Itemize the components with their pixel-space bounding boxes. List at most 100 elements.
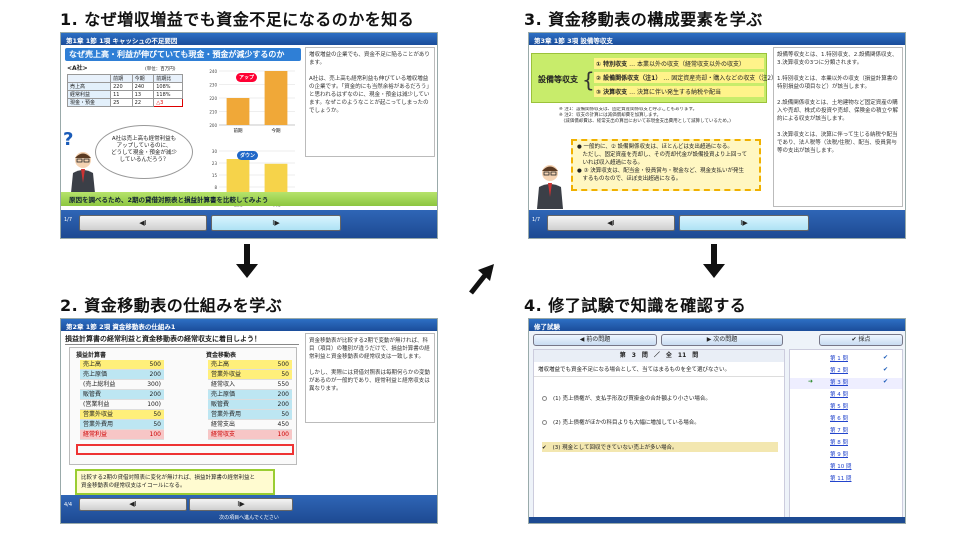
check-icon: ✔ xyxy=(882,354,888,361)
question-list-item-current[interactable]: ➜第 3 問✔ xyxy=(790,378,902,389)
y-tick-label: 210 xyxy=(209,110,217,115)
table-row: 現金・預金 25 22 △3 xyxy=(66,98,183,107)
bar xyxy=(226,98,250,125)
note-text: 増収増益の企業でも、資金不足に陥ることがあります。 A社は、売上高も経常利益も伸… xyxy=(309,52,430,114)
y-tick-label: 200 xyxy=(209,123,217,128)
financial-table: 前期 今期 前期比 売上高 220 240 108% 経常利益 11 13 11… xyxy=(66,74,183,107)
bar xyxy=(264,163,288,199)
y-tick-label: 240 xyxy=(209,69,217,74)
key-points-box: ● 一般的に、② 設備関係収支は、ほとんどは支出超過になる。 ただし、固定資産を… xyxy=(571,139,761,191)
next-button[interactable]: I▶ xyxy=(211,215,341,231)
screenshot-final-exam: 修了試験 ◀ 前の問題 ▶ 次の問題 ✔ 採点 第 3 問 ／ 全 11 問 増… xyxy=(528,318,906,524)
x-tick-label: 今期 xyxy=(272,127,281,133)
answer-option[interactable]: (2) 売上債権がほかの科目よりも大幅に増加している場合。 xyxy=(542,418,700,426)
y-tick-label: 30 xyxy=(212,149,218,154)
prev-button[interactable]: ◀I xyxy=(79,215,207,231)
question-list-item[interactable]: 第 9 問 xyxy=(830,452,848,458)
callout-box: 比較する2期の貸借対照表に変化が無ければ、損益計算書の経常利益と 資金移動表の経… xyxy=(75,469,275,495)
unit-label: (単位：百万円) xyxy=(145,67,176,72)
pl-title: 損益計算書 xyxy=(76,352,107,359)
company-label: <A社> xyxy=(67,65,88,72)
screenshot-fund-flow-components: 第3章 1節 3項 設備等収支 設備等収支 { ① 特別収支 … 本業以外の収支… xyxy=(528,32,906,239)
table-header: 今期 xyxy=(131,74,155,83)
y-tick-label: 220 xyxy=(209,96,217,101)
step-1-title: 1. なぜ増収増益でも資金不足になるのかを知る xyxy=(60,10,415,29)
note-box: 資金移動表が比較する2期で変動が無ければ、科目（項目）の種別が違うだけで、損益計… xyxy=(305,333,435,423)
question-list-item[interactable]: 第 2 問✔ xyxy=(830,366,888,374)
table-header xyxy=(66,74,112,83)
list-item: ② 設備関係収支（注1） … 固定資産売却・購入などの収支（注2） xyxy=(594,72,777,83)
exam-footer xyxy=(529,517,905,523)
sales-chart: 240 230 220 210 200 前期 今期 xyxy=(209,69,295,133)
step-2-title: 2. 資金移動表の仕組みを学ぶ xyxy=(60,296,283,315)
checkmark-icon[interactable]: ✔ xyxy=(542,445,547,451)
checkbox[interactable] xyxy=(542,420,547,425)
nav-footer: 1/7 ◀I I▶ xyxy=(529,210,905,238)
question-list-item[interactable]: 第 8 問 xyxy=(830,440,848,446)
prev-button[interactable]: ◀I xyxy=(79,498,187,511)
question-list-item[interactable]: 第 11 問 xyxy=(830,476,852,482)
components-panel: 設備等収支 { ① 特別収支 … 本業以外の収支（経常収支以外の収支） ② 設備… xyxy=(531,53,777,103)
screenshot-cash-shortage: 第1章 1節 1項 キャッシュの不足要因 なぜ売上高・利益が伸びていても現金・預… xyxy=(60,32,438,239)
bracket-icon: { xyxy=(582,68,595,92)
exam-header: 修了試験 xyxy=(529,319,905,331)
question-list-item[interactable]: 第 6 問 xyxy=(830,416,848,422)
page-indicator: 1/7 xyxy=(64,217,73,223)
lesson-header: 第1章 1節 1項 キャッシュの不足要因 xyxy=(61,33,437,45)
category-label: 設備等収支 xyxy=(538,75,578,84)
note-box: 設備等収支とは、1.特別収支、2.設備関係収支、3.決算収支の3つに分類されます… xyxy=(773,47,903,207)
note-text: 設備等収支とは、1.特別収支、2.設備関係収支、3.決算収支の3つに分類されます… xyxy=(777,52,899,154)
next-button[interactable]: I▶ xyxy=(189,498,293,511)
prev-question-button[interactable]: ◀ 前の問題 xyxy=(533,334,657,346)
up-badge: アップ xyxy=(236,73,258,82)
question-list-item[interactable]: 第 10 問 xyxy=(830,464,852,470)
down-badge: ダウン xyxy=(237,151,259,160)
instruction-bar: 原因を調べるため、2期の貸借対照表と損益計算書を比較してみよう xyxy=(61,192,437,206)
step-3-title: 3. 資金移動表の構成要素を学ぶ xyxy=(524,10,763,29)
prev-button[interactable]: ◀I xyxy=(547,215,675,231)
grade-button[interactable]: ✔ 採点 xyxy=(819,334,903,346)
step-4-title: 4. 修了試験で知識を確認する xyxy=(524,296,747,315)
highlight-frame xyxy=(76,444,294,455)
question-pane: 第 3 問 ／ 全 11 問 増収増益でも資金不足になる場合として、当てはまるも… xyxy=(533,349,785,519)
cf-title: 資金移動表 xyxy=(206,352,237,359)
answer-option[interactable]: (1) 売上債権が、支払手形及び買掛金の合計額より小さい場合。 xyxy=(542,394,711,402)
question-list-item[interactable]: 第 4 問 xyxy=(830,392,848,398)
answer-option-selected[interactable]: ✔(3) 現金として回収できていない売上が多い場合。 xyxy=(542,442,778,452)
checkbox[interactable] xyxy=(542,396,547,401)
table-header: 前期 xyxy=(110,74,133,83)
x-tick-label: 前期 xyxy=(234,127,243,133)
next-question-button[interactable]: ▶ 次の問題 xyxy=(661,334,783,346)
down-arrow-icon xyxy=(236,244,258,278)
down-arrow-icon xyxy=(703,244,725,278)
lesson-header: 第2章 1節 2項 資金移動表の仕組み1 xyxy=(61,319,437,331)
table-row: 売上高 220 240 108% xyxy=(66,82,183,91)
footnotes: ※ 注1：設備関係収支は、固定資産関係収支と呼ぶこともあります。 ※ 注2：収支… xyxy=(559,107,731,124)
next-button[interactable]: I▶ xyxy=(679,215,809,231)
question-list-item[interactable]: 第 7 問 xyxy=(830,428,848,434)
y-tick-label: 15 xyxy=(212,173,218,178)
screenshot-fund-flow-mechanism: 第2章 1節 2項 資金移動表の仕組み1 損益計算書の経常利益と資金移動表の経常… xyxy=(60,318,438,524)
question-list-item[interactable]: 第 1 問✔ xyxy=(830,354,888,362)
table-header: 前期比 xyxy=(153,74,183,83)
y-tick-label: 230 xyxy=(209,83,217,88)
note-box: 増収増益の企業でも、資金不足に陥ることがあります。 A社は、売上高も経常利益も伸… xyxy=(305,47,435,157)
question-list-item[interactable]: 第 5 問 xyxy=(830,404,848,410)
slide-title: なぜ売上高・利益が伸びていても現金・預金が減少するのか xyxy=(65,48,301,61)
current-arrow-icon: ➜ xyxy=(808,378,814,385)
nav-footer: 1/7 ◀I I▶ xyxy=(61,210,437,238)
check-icon: ✔ xyxy=(882,366,888,373)
